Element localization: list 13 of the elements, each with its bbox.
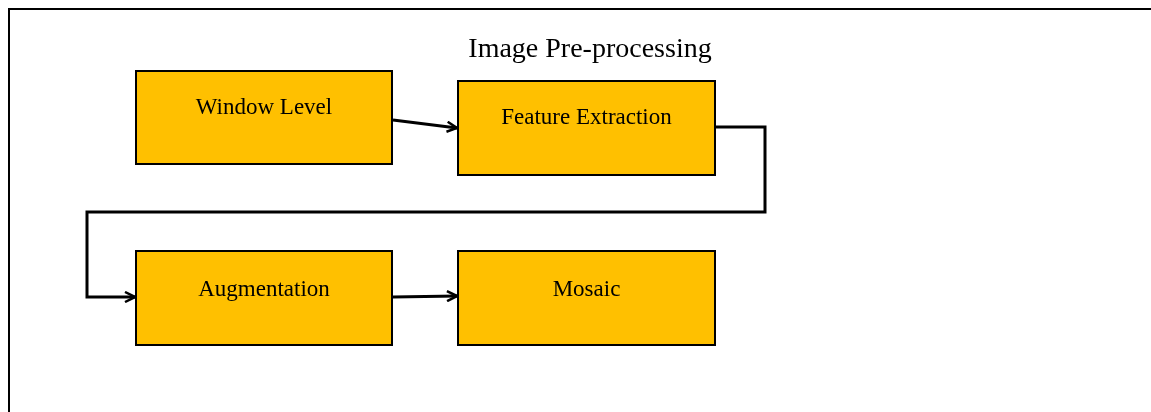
box-label: Feature Extraction (500, 104, 673, 130)
process-box (135, 250, 393, 346)
frame-title: Image Pre-processing (467, 32, 713, 64)
arrow (392, 118, 459, 133)
box-label: Augmentation (197, 276, 331, 302)
process-box (135, 70, 393, 165)
arrow (392, 289, 459, 303)
process-box (457, 250, 716, 346)
arrow (85, 125, 767, 304)
box-label: Mosaic (551, 276, 622, 302)
process-box (457, 80, 716, 176)
box-label: Window Level (194, 94, 334, 120)
group-frame (8, 8, 1151, 412)
